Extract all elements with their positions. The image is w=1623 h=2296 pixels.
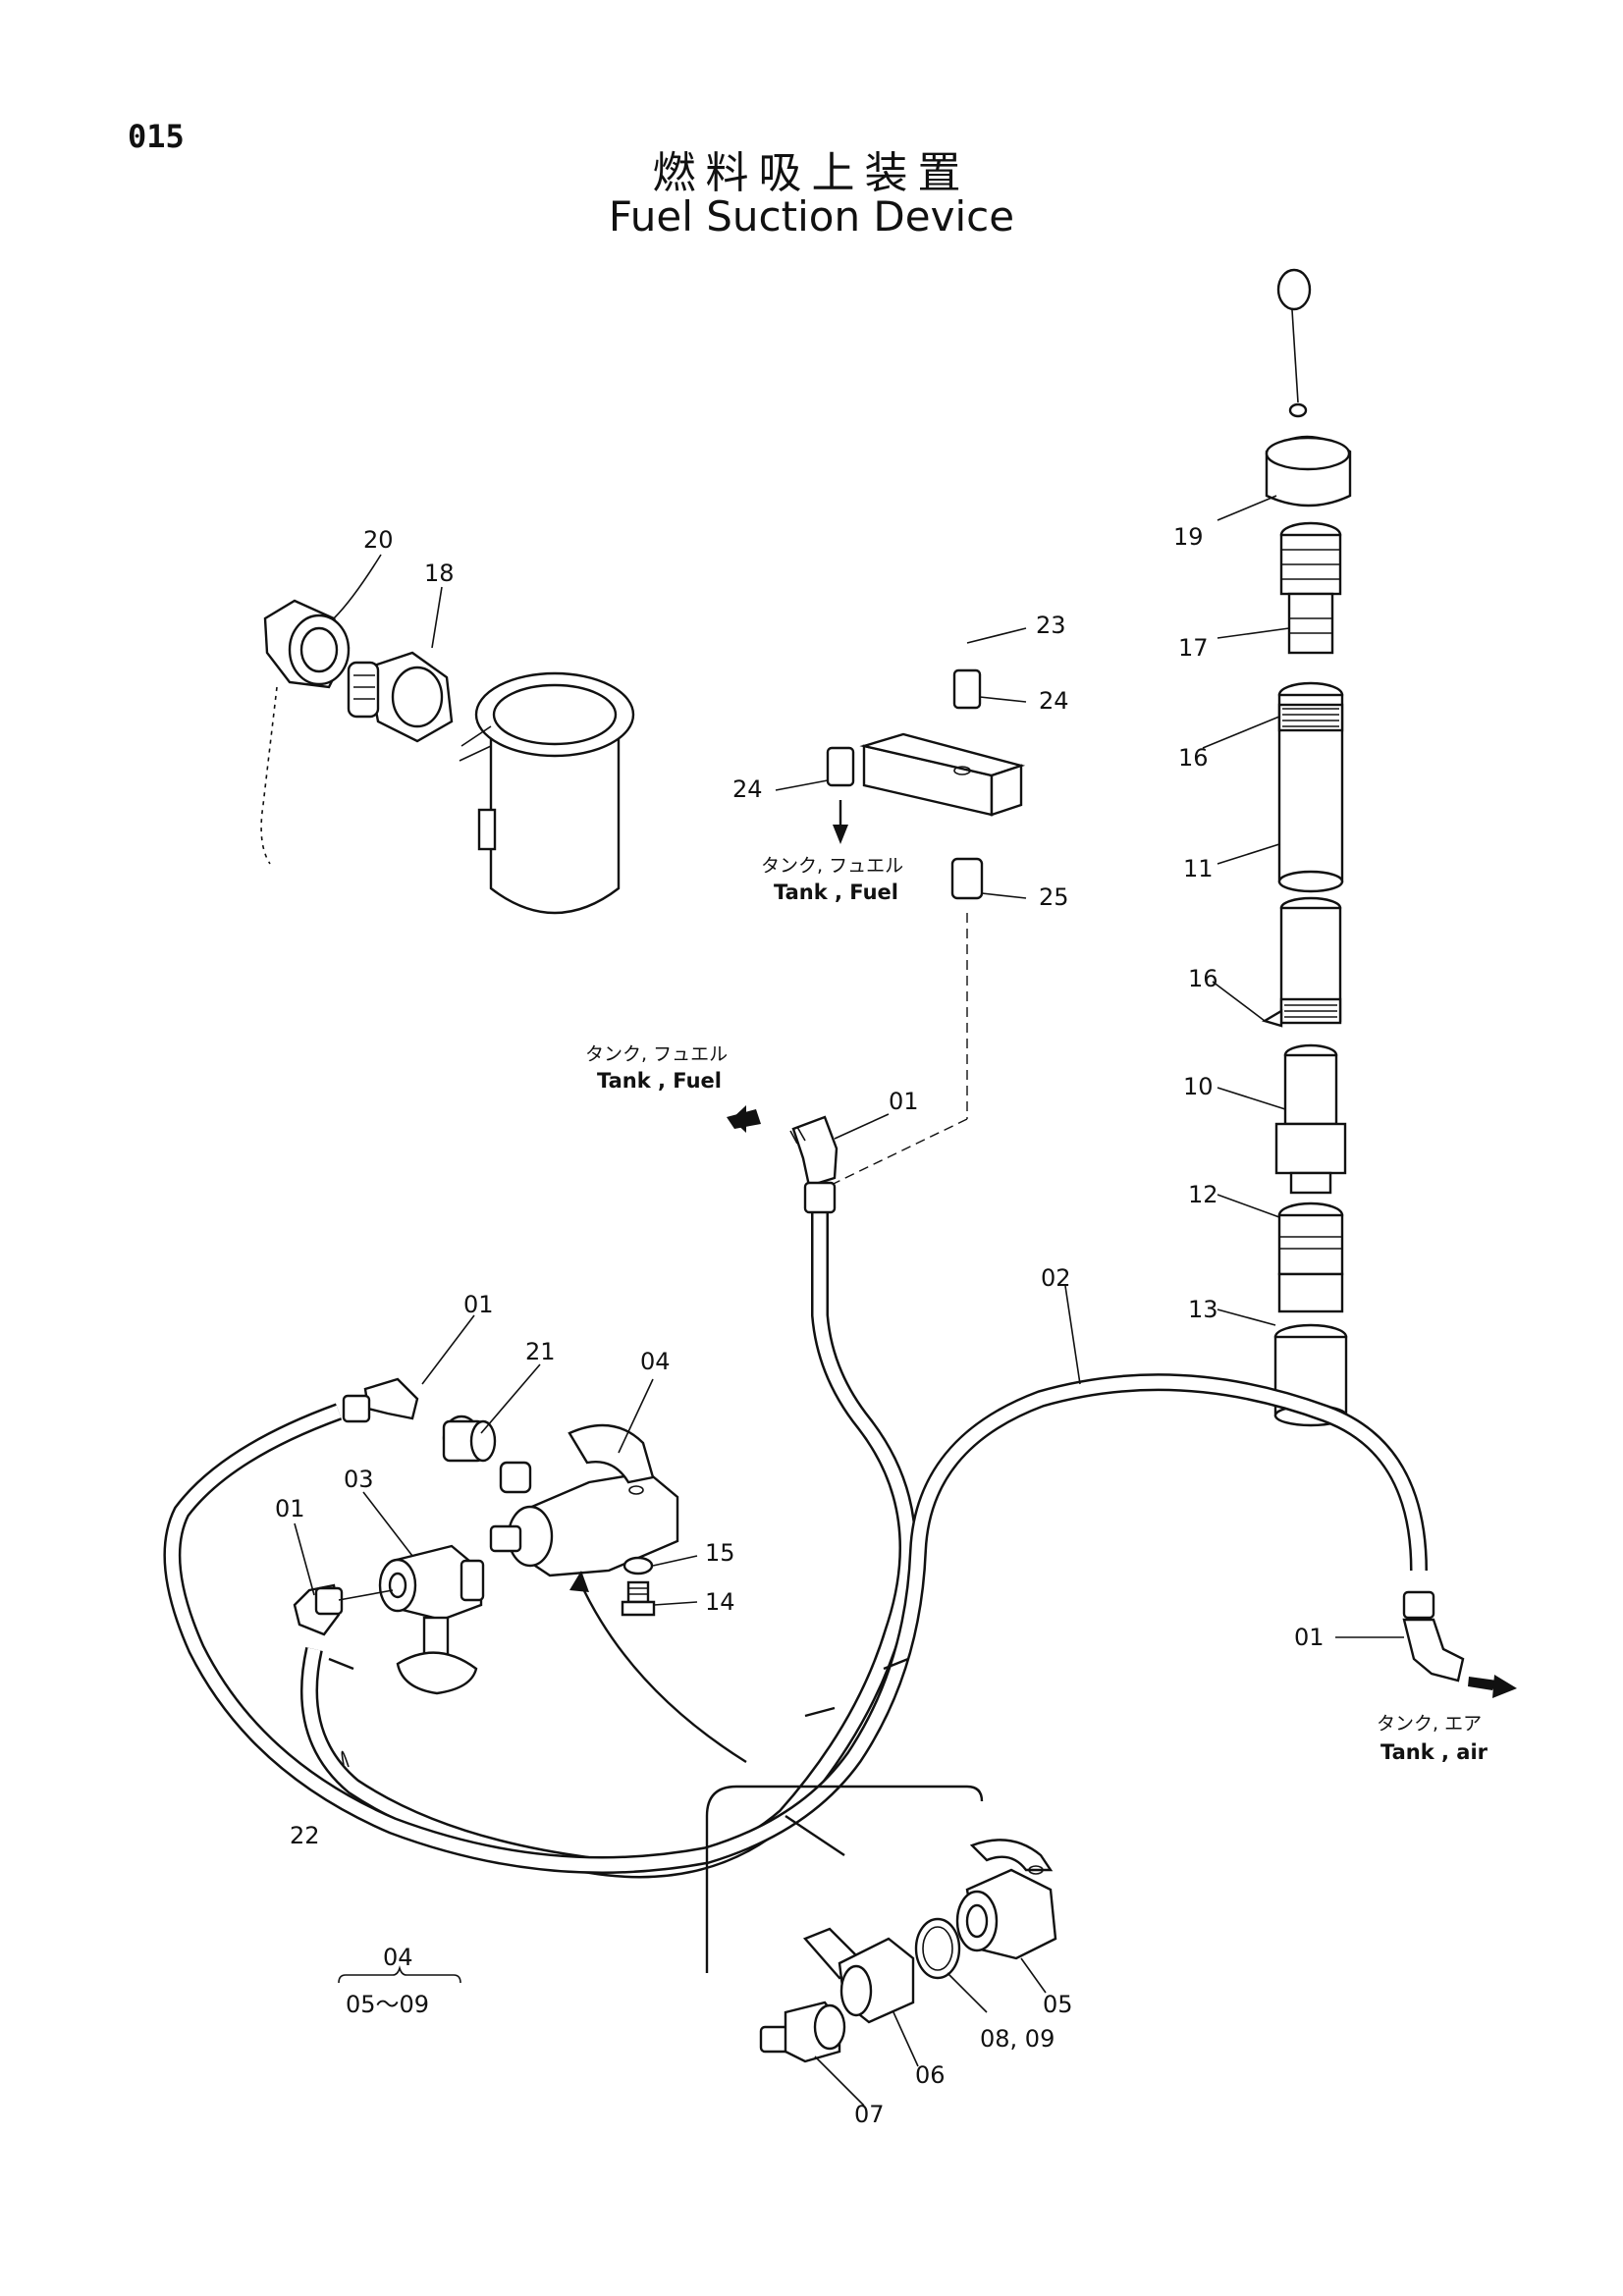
- part-07-plug: [759, 2001, 846, 2063]
- note-tank-fuel-2-jp: タンク, フュエル: [585, 1043, 728, 1065]
- page-number: 015: [128, 118, 185, 155]
- leader-lines: [294, 495, 1404, 2107]
- note-tank-fuel-2-en: Tank , Fuel: [597, 1069, 722, 1093]
- legend-assembly-number: 04: [383, 1944, 413, 1971]
- callout-20: 20: [363, 526, 394, 554]
- callout-01-lower-left: 01: [275, 1495, 305, 1522]
- part-04-filter-body: [489, 1423, 679, 1577]
- callout-14: 14: [705, 1588, 735, 1616]
- part-17-coupler: [1279, 521, 1342, 655]
- part-18-hex-adapter: [347, 651, 454, 743]
- hose-02-air: [165, 1375, 1426, 1872]
- callout-25: 25: [1039, 883, 1069, 911]
- callout-05: 05: [1043, 1991, 1073, 2018]
- callout-08-09: 08, 09: [980, 2025, 1055, 2053]
- assembly-legend: 04 05～09: [338, 1944, 461, 2018]
- callout-labels: 20 18 19 17 16 11 16 10 12 13 23 24 24 2…: [275, 523, 1325, 2128]
- part-11-hose: [1277, 681, 1344, 893]
- part-14-bolt: [621, 1580, 656, 1617]
- callout-16-lower: 16: [1188, 965, 1218, 992]
- filler-neck-body: [459, 671, 635, 915]
- part-12-sleeve: [1277, 1201, 1344, 1313]
- part-01-elbow-upper-left: [342, 1377, 419, 1423]
- part-03-gate-valve: [338, 1544, 485, 1695]
- note-tank-air-jp: タンク, エア: [1377, 1713, 1482, 1735]
- detail-view-04: [705, 1785, 1057, 2063]
- pipe-23-assembly: [826, 573, 1026, 900]
- flow-arrows: [727, 1105, 1517, 1698]
- part-21-adapter: [442, 1415, 497, 1463]
- callout-18: 18: [424, 560, 455, 587]
- callout-04: 04: [640, 1348, 671, 1375]
- part-10-nipple: [1274, 1043, 1347, 1195]
- callout-12: 12: [1188, 1181, 1218, 1208]
- part-01-elbow-top: [789, 1115, 839, 1214]
- callout-22: 22: [290, 1822, 320, 1849]
- callout-01-upper-left: 01: [463, 1291, 494, 1318]
- nipple: [499, 1461, 532, 1494]
- legend-range: 05～09: [346, 1991, 429, 2018]
- callout-13: 13: [1188, 1296, 1218, 1323]
- part-01-elbow-lower-left: [293, 1583, 344, 1636]
- hoses: [163, 1212, 1428, 1879]
- elbow-fittings: [293, 1115, 1465, 1682]
- callout-24-left: 24: [732, 775, 763, 803]
- callout-03: 03: [344, 1466, 374, 1493]
- callout-01-right: 01: [1294, 1624, 1325, 1651]
- legend-brace: [338, 1965, 461, 1984]
- callout-10: 10: [1183, 1073, 1214, 1100]
- part-25-fitting: [950, 857, 984, 900]
- note-tank-fuel-1-jp: タンク, フュエル: [761, 855, 903, 877]
- title-japanese: 燃料吸上装置: [652, 148, 971, 198]
- callout-19: 19: [1173, 523, 1204, 551]
- part-24-fitting-left: [826, 746, 855, 787]
- callout-16-upper: 16: [1178, 744, 1209, 772]
- part-01-elbow-right: [1402, 1590, 1465, 1682]
- callout-23: 23: [1036, 612, 1066, 639]
- arrow-to-air-tank: [1468, 1677, 1497, 1690]
- callout-17: 17: [1178, 634, 1209, 662]
- suction-pipe-assembly: [1262, 268, 1352, 1427]
- note-tank-air-en: Tank , air: [1380, 1740, 1488, 1764]
- filler-assembly: [260, 599, 635, 915]
- part-24-fitting-right: [952, 668, 982, 710]
- callout-15: 15: [705, 1539, 735, 1567]
- callout-02: 02: [1041, 1264, 1071, 1292]
- part-05-body: [955, 1839, 1057, 1960]
- part-06-sleeve: [802, 1927, 915, 2024]
- valve-assembly: [338, 1415, 747, 1764]
- hose-lower-segment: [1262, 896, 1342, 1028]
- callout-21: 21: [525, 1338, 556, 1365]
- destination-notes: タンク, フュエル Tank , Fuel タンク, フュエル Tank , F…: [585, 855, 1488, 1764]
- part-19-cap: [1265, 435, 1352, 507]
- part-20-cap-and-chain: [260, 599, 351, 865]
- callout-07: 07: [854, 2101, 885, 2128]
- note-tank-fuel-1-en: Tank , Fuel: [774, 881, 898, 904]
- callout-06: 06: [915, 2061, 946, 2089]
- callout-24-right: 24: [1039, 687, 1069, 715]
- title-english: Fuel Suction Device: [608, 192, 1015, 240]
- callout-01-top: 01: [889, 1088, 919, 1115]
- part-15-washer: [622, 1556, 654, 1575]
- callout-11: 11: [1183, 855, 1214, 882]
